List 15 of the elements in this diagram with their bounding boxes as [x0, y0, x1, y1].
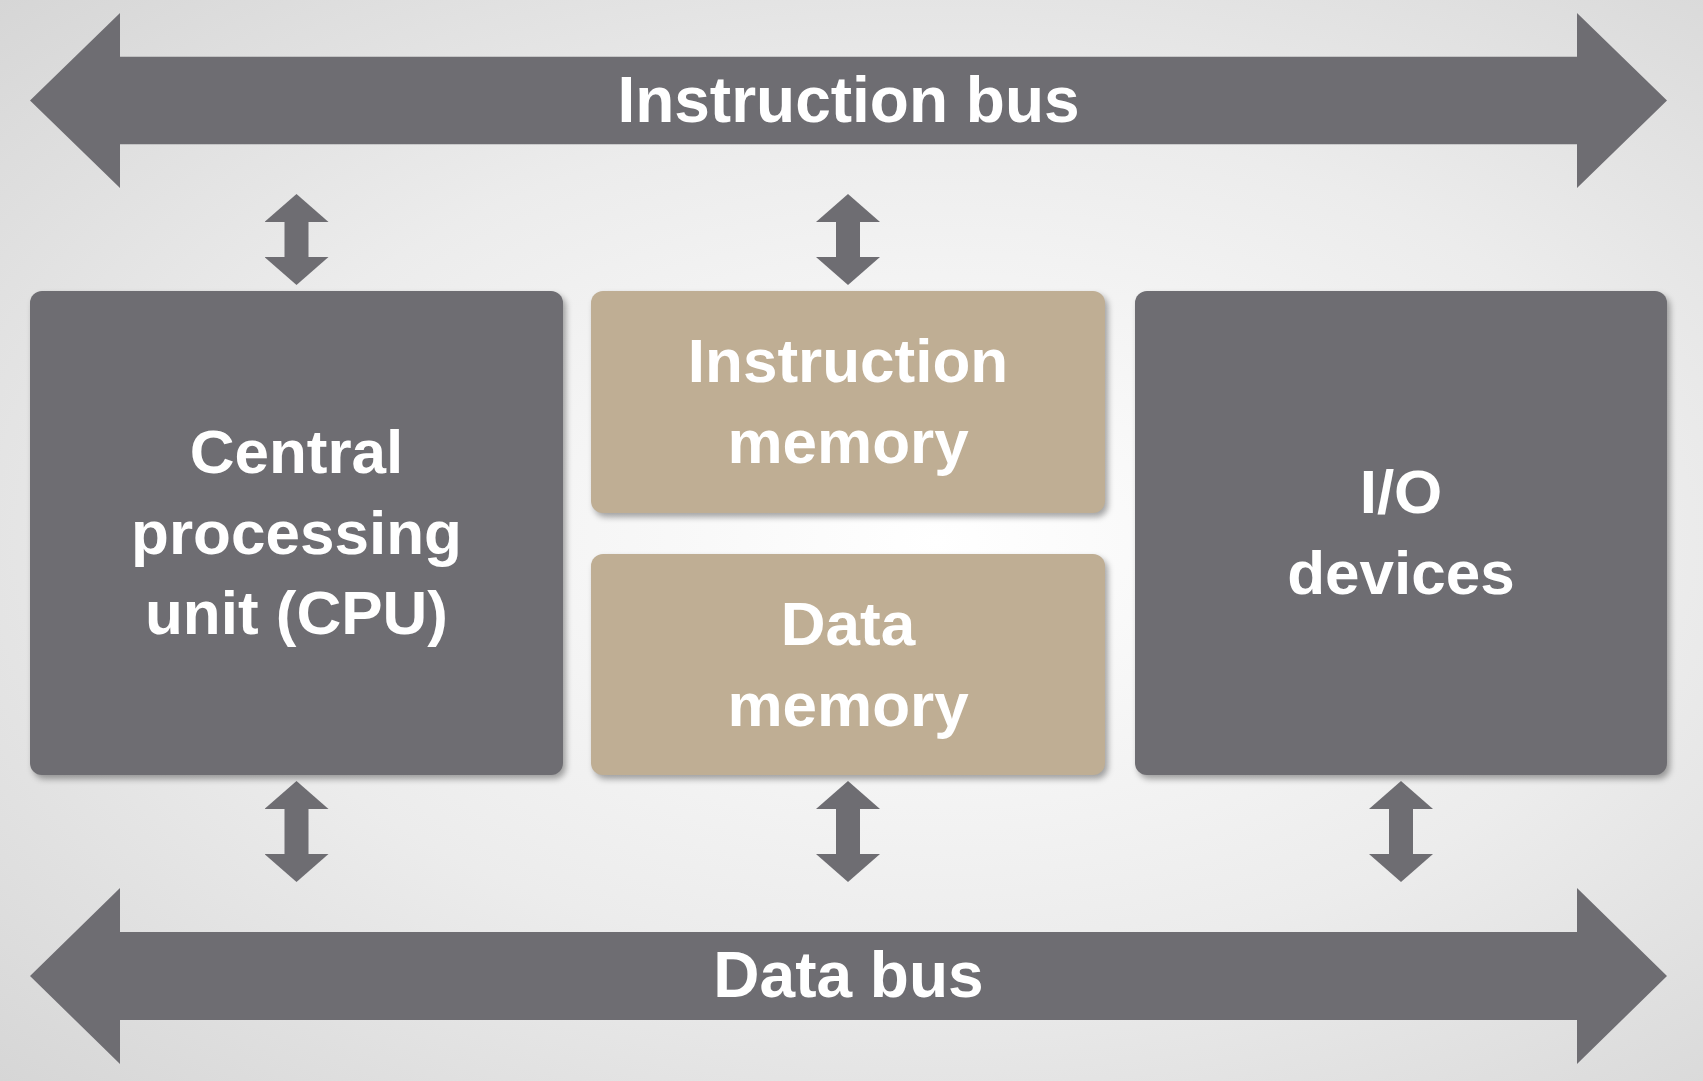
node-label: Instruction memory: [686, 325, 1010, 478]
node-label: Data bus: [713, 938, 984, 1014]
unit-box: [1135, 291, 1667, 775]
double-arrow: [816, 194, 880, 285]
double-arrow: [1369, 781, 1433, 882]
memory-box: [591, 291, 1105, 513]
double-arrow: [816, 781, 880, 882]
node-label: Central processing unit (CPU): [130, 416, 463, 650]
unit-box: [30, 291, 563, 775]
double-arrow: [264, 781, 329, 882]
node-label: Data memory: [726, 587, 970, 741]
node-label: I/O devices: [1286, 456, 1516, 609]
double-arrow: [264, 194, 329, 285]
memory-box: [591, 554, 1105, 775]
node-label: Instruction bus: [617, 62, 1080, 138]
